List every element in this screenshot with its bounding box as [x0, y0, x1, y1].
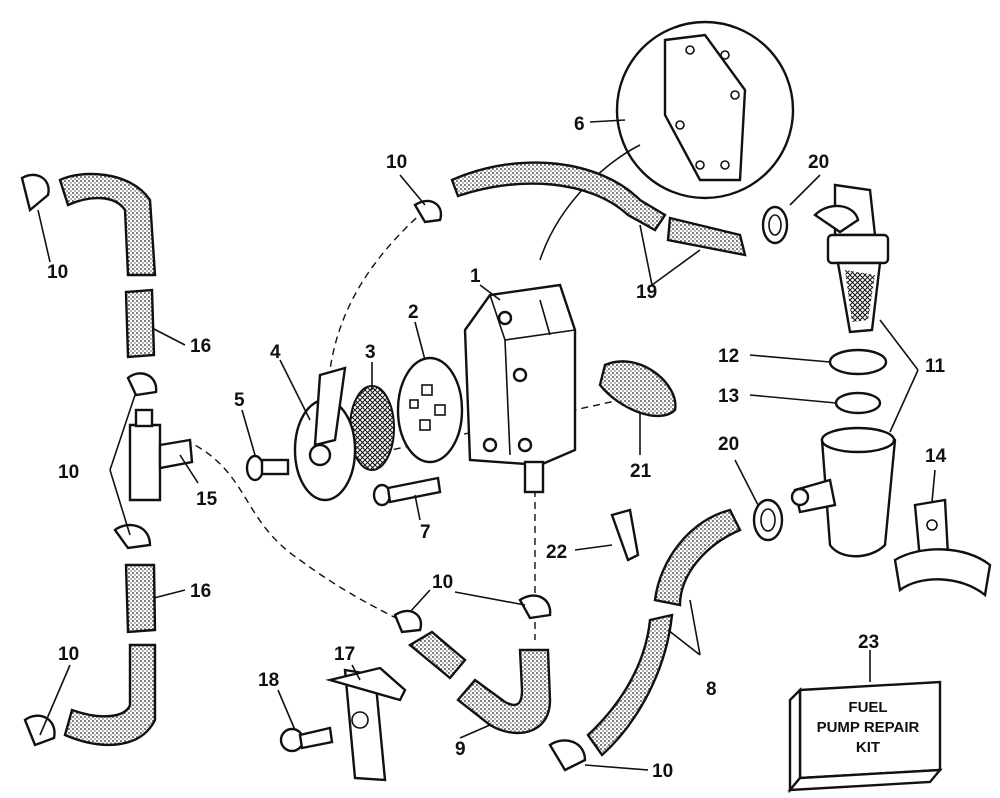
lower-fuel-hose-upper: [653, 508, 742, 607]
hose-clamp-left-mid-bottom: [113, 523, 152, 550]
screen: [349, 385, 395, 471]
callout-10-left-top: 10: [47, 262, 68, 283]
hose-bracket: [325, 666, 407, 782]
callout-1: 1: [470, 266, 481, 287]
left-elbow-hose-top: [58, 172, 157, 277]
cover-screw: [245, 454, 290, 482]
callout-16-top: 16: [190, 336, 211, 357]
pump-cover: [293, 366, 357, 502]
kit-label-line3: KIT: [856, 739, 880, 756]
hose-clamp-left-mid-top: [126, 372, 158, 397]
hose-clamp-left-bottom: [23, 714, 56, 747]
short-hose-lower: [124, 563, 157, 634]
filter-bracket: [893, 498, 992, 598]
gasket-detail-circle: [539, 20, 795, 261]
callout-3: 3: [365, 342, 376, 363]
callout-20-bottom: 20: [718, 434, 739, 455]
callout-2: 2: [408, 302, 419, 323]
callout-23: 23: [858, 632, 879, 653]
elbow-hose: [407, 630, 552, 735]
fuel-pump-body: [463, 283, 577, 494]
callout-18: 18: [258, 670, 279, 691]
callout-8: 8: [706, 679, 717, 700]
callout-10-top: 10: [386, 152, 407, 173]
diaphragm-plate: [396, 356, 464, 464]
hose-clamp-lower-right: [548, 739, 587, 772]
callout-14: 14: [925, 446, 947, 467]
kit-label-line2: PUMP REPAIR: [817, 719, 920, 736]
filter-clamp-bottom: [752, 498, 784, 542]
left-elbow-hose-bottom: [63, 643, 157, 746]
upper-fuel-hose: [450, 161, 747, 257]
callout-20-top: 20: [808, 152, 829, 173]
callout-4: 4: [270, 342, 281, 363]
lower-fuel-hose-lower: [586, 613, 674, 757]
hose-clamp-center-left: [393, 609, 423, 634]
fuel-filter-assembly: [790, 183, 897, 558]
callout-10-center: 10: [432, 572, 453, 593]
callout-10-bottom-right: 10: [652, 761, 673, 782]
hose-clamp-left-top: [20, 173, 50, 213]
hose-clamp-top: [413, 199, 443, 224]
callout-17: 17: [334, 644, 355, 665]
kit-label-line1: FUEL: [848, 699, 887, 716]
callout-9: 9: [455, 739, 466, 760]
callout-16-bottom: 16: [190, 581, 211, 602]
callout-11: 11: [925, 356, 946, 377]
callout-12: 12: [718, 346, 739, 367]
callout-7: 7: [420, 522, 431, 543]
leader-lines: [37, 119, 936, 771]
pump-gasket: [598, 360, 677, 418]
callout-19: 19: [636, 282, 657, 303]
bracket-screw: [279, 726, 334, 753]
callout-numbers: 1 2 3 4 5 6 7 8 9 10 10 10 10 10 10 11 1…: [47, 114, 947, 782]
callout-10-left-bottom: 10: [58, 644, 79, 665]
hose-clamp-center-right: [518, 594, 552, 620]
callout-5: 5: [234, 390, 245, 411]
callout-10-left-mid: 10: [58, 462, 79, 483]
filter-clamp-top: [761, 205, 789, 245]
callout-22: 22: [546, 542, 567, 563]
callout-15: 15: [196, 489, 218, 510]
callout-6: 6: [574, 114, 585, 135]
repair-kit-box: FUEL PUMP REPAIR KIT: [787, 680, 943, 794]
tee-fitting: [128, 408, 194, 502]
callout-13: 13: [718, 386, 739, 407]
short-hose-upper: [124, 288, 156, 359]
bracket-clip: [610, 508, 640, 562]
callout-21: 21: [630, 461, 652, 482]
long-screw: [372, 476, 442, 507]
